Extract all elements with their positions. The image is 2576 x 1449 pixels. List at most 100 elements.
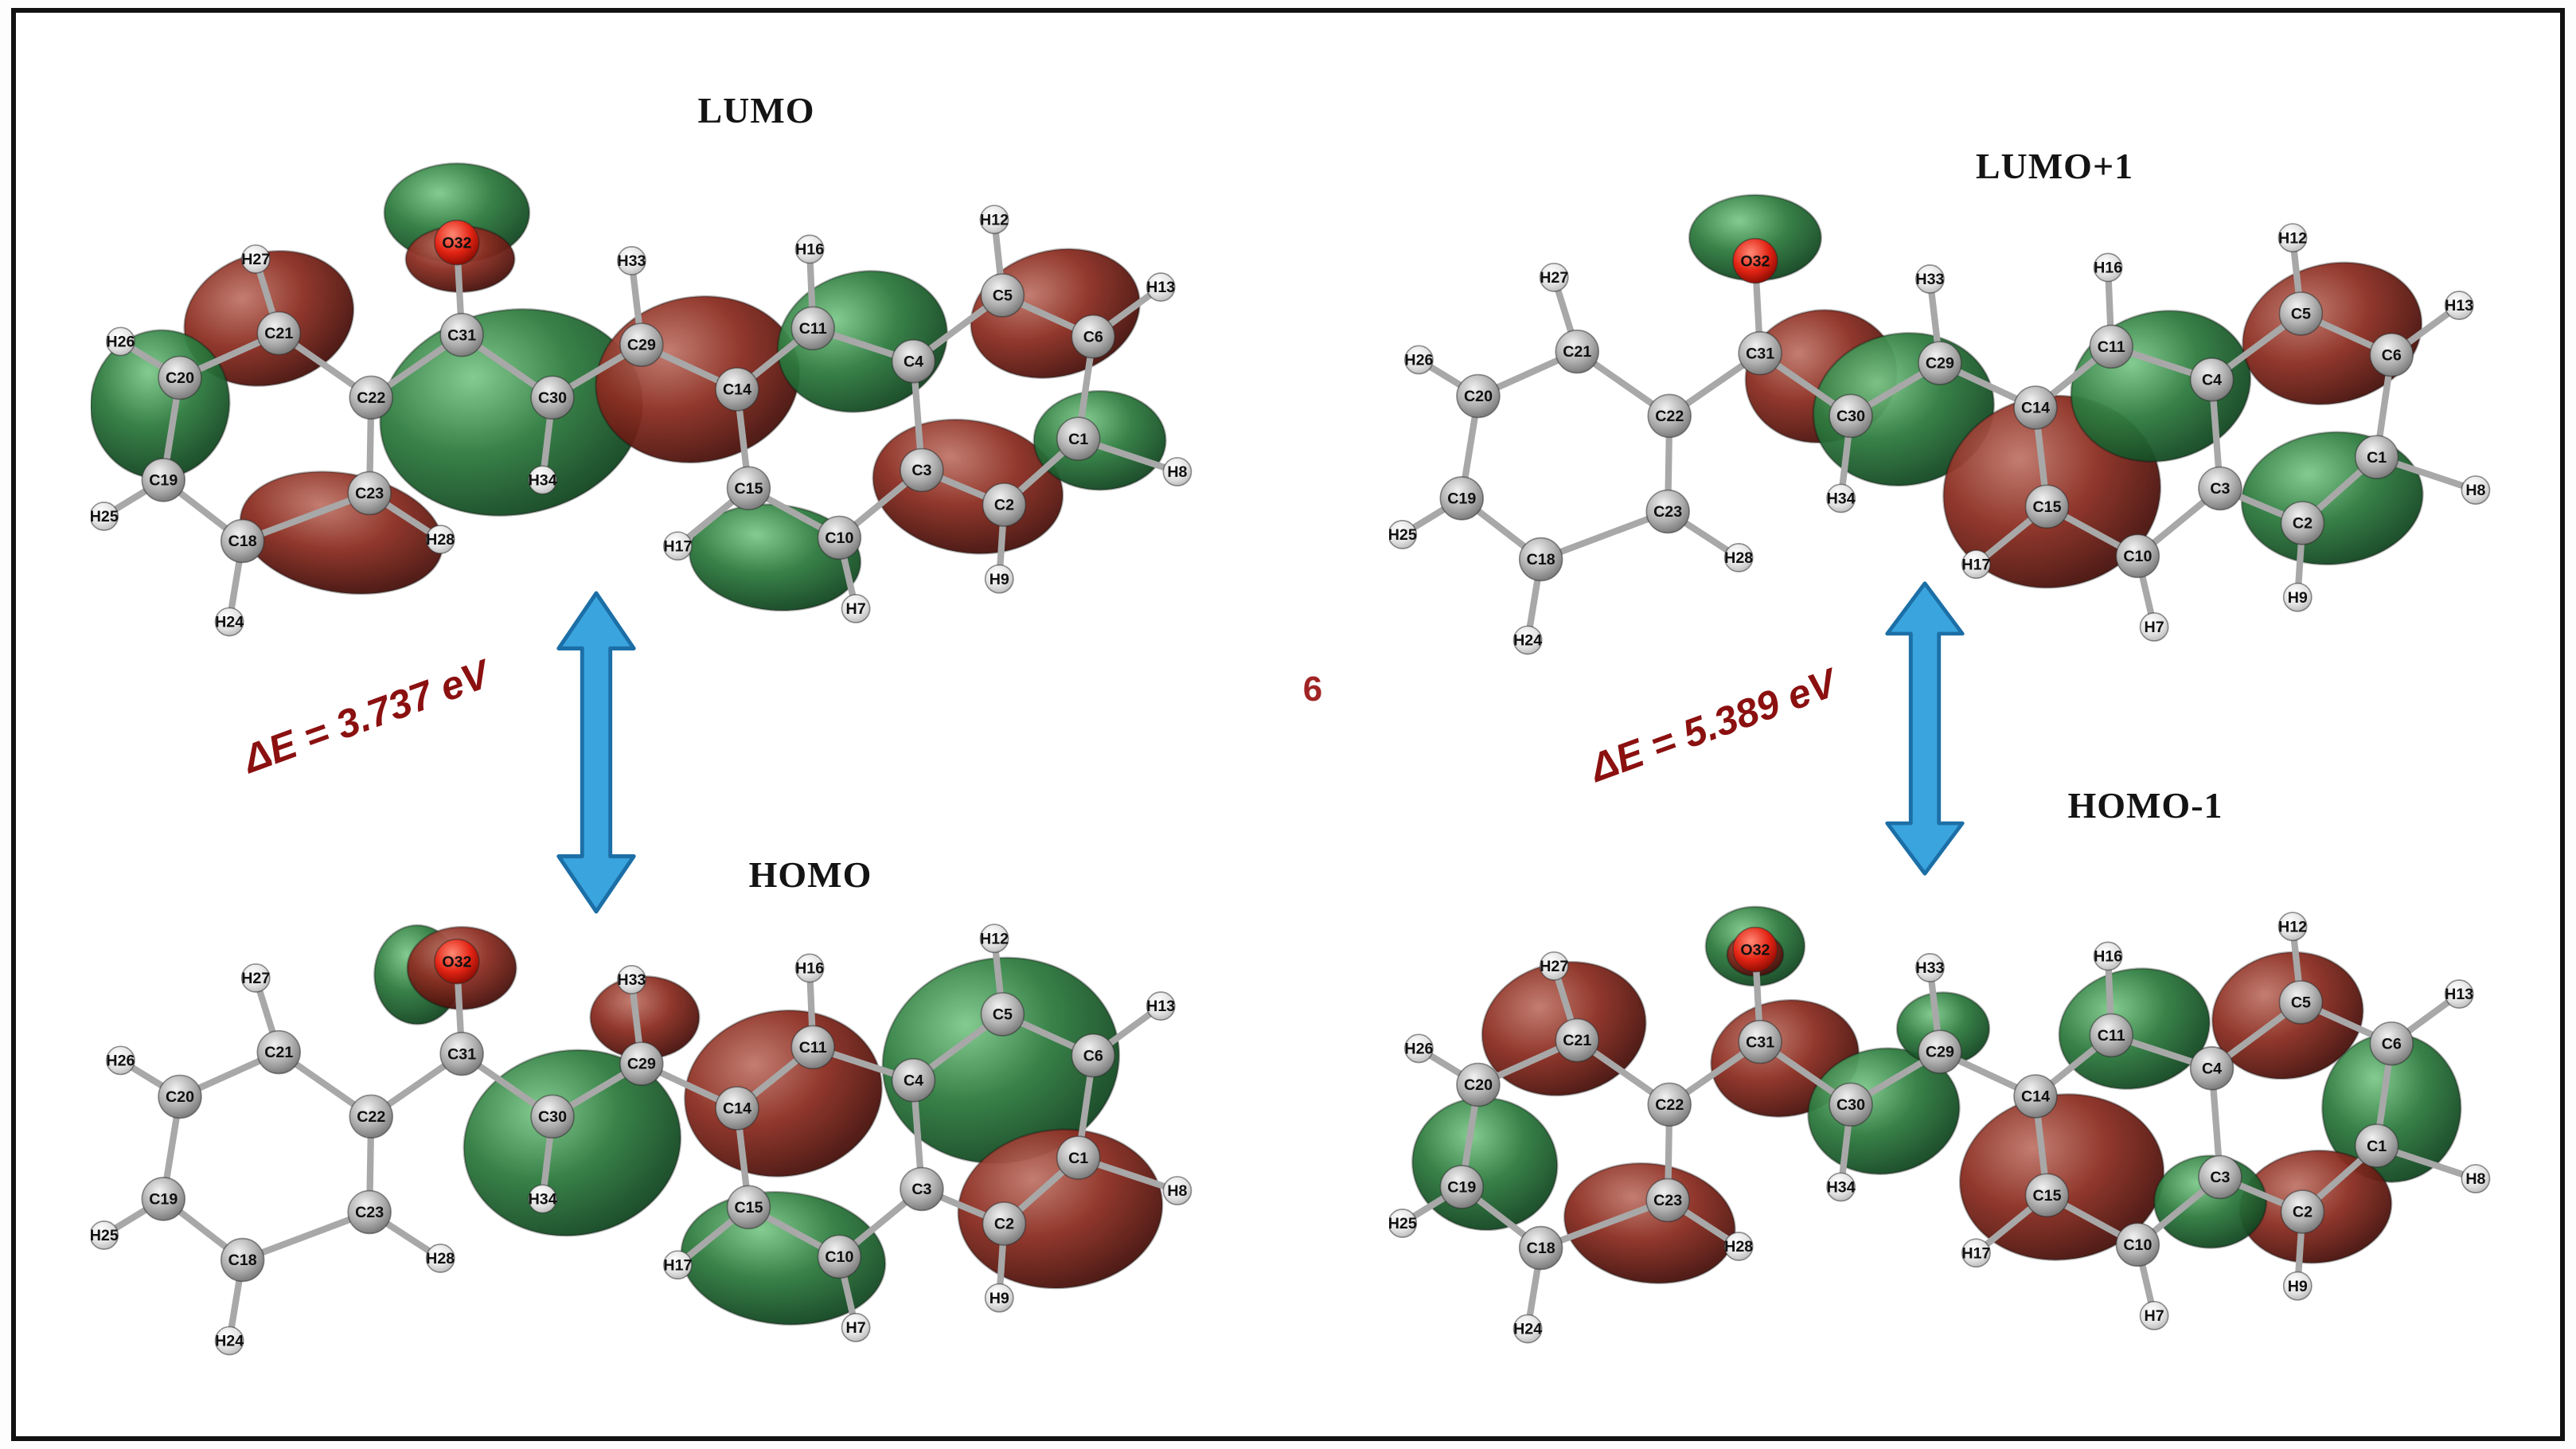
atom-C11: C11 [790,1025,835,1070]
atom-C15: C15 [726,466,771,511]
atom-label: H25 [1389,526,1417,544]
atom-C1: C1 [1056,416,1101,461]
atom-label: O32 [1740,941,1770,959]
atom-C2: C2 [982,1201,1027,1246]
atom-label: C1 [2367,1138,2387,1155]
atom-label: C22 [357,389,385,407]
atom-label: O32 [1740,252,1770,270]
atom-C3: C3 [2198,1154,2242,1200]
energy-gap-arrow-left [549,590,643,919]
atom-H7: H7 [841,1313,871,1342]
atom-label: C23 [1653,1192,1682,1209]
atom-label: H27 [241,970,270,987]
atom-H17: H17 [662,531,693,561]
atom-H12: H12 [979,924,1009,954]
atom-label: H26 [1404,352,1433,369]
atom-H25: H25 [1389,520,1418,549]
atom-label: O32 [442,953,471,971]
atom-label: C11 [799,320,827,338]
atom-C2: C2 [982,482,1027,527]
atom-H25: H25 [91,502,119,531]
atom-label: C3 [2210,480,2230,498]
atom-label: H16 [795,960,824,978]
bond [241,1209,371,1263]
atom-C4: C4 [891,1058,936,1103]
atom-label: C19 [1447,490,1476,508]
atom-C3: C3 [900,1166,944,1212]
atom-label: H12 [2278,229,2307,247]
atom-C30: C30 [1829,393,1873,439]
atom-C18: C18 [220,1237,265,1283]
atom-H16: H16 [794,953,825,983]
atom-label: C3 [2210,1169,2230,1186]
atom-label: H26 [1404,1041,1433,1058]
atom-label: C29 [627,337,656,354]
atom-C31: C31 [1738,1019,1782,1064]
atom-H16: H16 [2093,941,2123,971]
atom-C19: C19 [141,458,186,502]
atom-H25: H25 [91,1221,119,1250]
atom-label: C14 [2021,400,2050,417]
atom-C23: C23 [347,471,392,516]
atom-H24: H24 [1512,1314,1543,1344]
atom-H33: H33 [617,246,646,275]
atom-label: C18 [228,533,257,550]
atom-C2: C2 [2280,501,2325,545]
atom-label: C4 [2202,371,2222,389]
atom-C15: C15 [726,1185,771,1230]
atom-C10: C10 [2115,533,2160,579]
atom-label: C19 [1447,1179,1476,1197]
atom-H25: H25 [1389,1209,1418,1238]
atom-H34: H34 [528,1184,558,1214]
atom-C3: C3 [2198,466,2242,511]
orbital-lobe-red [1563,1162,1736,1285]
atom-label: C23 [1653,503,1682,521]
atom-label: H9 [989,571,1009,588]
atom-C29: C29 [619,1041,664,1086]
atom-C20: C20 [158,355,202,400]
atom-C11: C11 [790,306,835,351]
atom-C14: C14 [715,367,759,412]
atom-label: C14 [723,381,751,399]
orbital-lobe-green [2058,967,2211,1090]
atom-label: C30 [538,389,567,407]
atom-label: C30 [1836,1096,1865,1114]
atom-label: H7 [846,1319,866,1337]
atom-H33: H33 [1915,264,1945,294]
atom-label: H8 [1167,463,1187,481]
atom-O32: O32 [434,219,480,266]
atom-label: C2 [994,497,1014,514]
atom-C30: C30 [530,1094,575,1139]
atom-label: C19 [149,472,178,490]
atom-O32: O32 [1732,237,1778,284]
atom-label: H34 [1827,1179,1856,1197]
atom-C19: C19 [141,1177,186,1221]
atom-C18: C18 [1518,1225,1563,1271]
atom-H28: H28 [425,525,455,554]
homo-minus-1-orbital-diagram: H26C20H27C21C22C31O32C19H25C18H24C23H28C… [1389,905,2491,1344]
atom-label: H12 [2278,918,2307,935]
atom-label: C18 [1527,551,1555,568]
atom-C23: C23 [347,1189,392,1235]
atom-H12: H12 [979,205,1009,235]
atom-label: H7 [2145,1307,2164,1325]
atom-C1: C1 [2354,1123,2399,1168]
atom-C10: C10 [817,1234,862,1279]
atom-C11: C11 [2089,324,2133,369]
atom-label: C20 [166,369,194,387]
atom-C14: C14 [2013,385,2058,430]
atom-label: H12 [980,930,1009,947]
atom-label: H33 [617,971,646,989]
orbital-lobe-green [680,1190,887,1326]
atom-label: C18 [1527,1240,1555,1257]
atom-label: H7 [846,600,866,618]
atom-label: C10 [2123,1236,2152,1254]
atom-H12: H12 [2277,912,2308,942]
atom-C30: C30 [1829,1082,1873,1127]
atom-H26: H26 [1404,1033,1434,1064]
atom-label: H28 [1724,1238,1753,1256]
atom-O32: O32 [1732,926,1778,973]
double-headed-arrow-icon [1885,581,1965,876]
atom-label: H9 [2288,589,2308,607]
atom-H13: H13 [2444,291,2474,321]
